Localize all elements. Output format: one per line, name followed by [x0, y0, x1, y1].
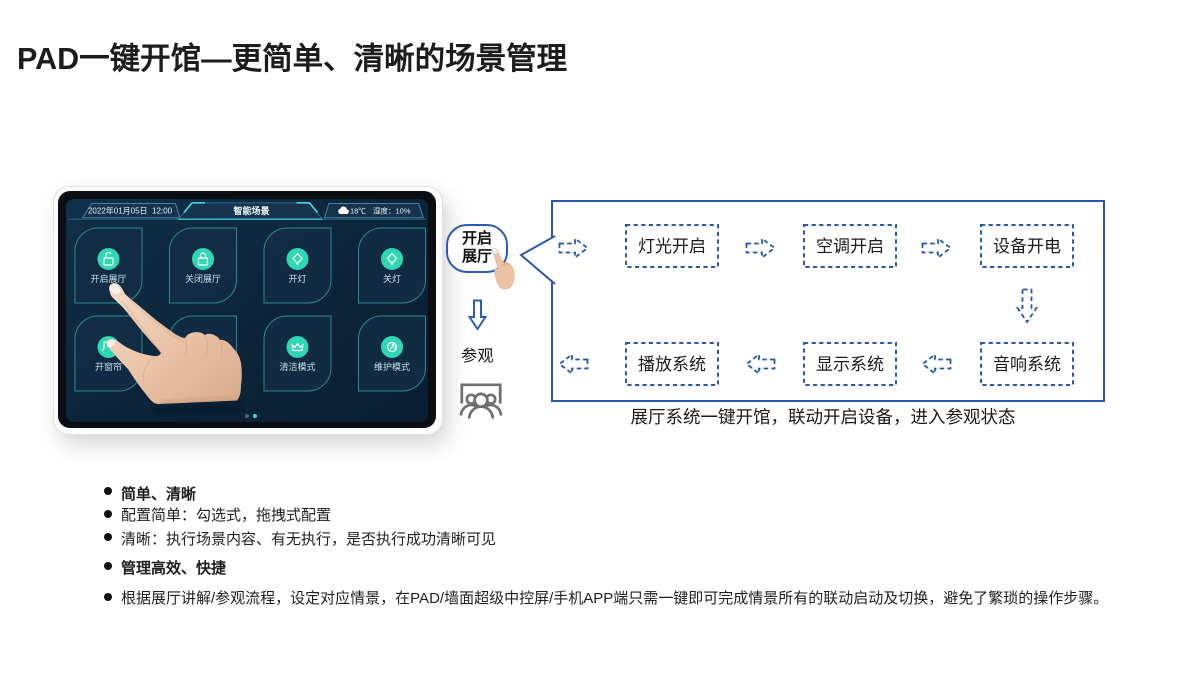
svg-text:显示系统: 显示系统 [816, 355, 884, 374]
svg-text:开灯: 开灯 [288, 274, 306, 284]
svg-text:清洁模式: 清洁模式 [279, 361, 315, 372]
svg-text:智能场景: 智能场景 [233, 205, 269, 216]
svg-text:播放系统: 播放系统 [638, 355, 706, 374]
svg-text:维护模式: 维护模式 [374, 361, 410, 372]
svg-text:设备开电: 设备开电 [993, 237, 1061, 256]
svg-text:湿度：10%: 湿度：10% [373, 206, 411, 216]
svg-text:音响系统: 音响系统 [993, 355, 1061, 374]
svg-text:空调开启: 空调开启 [816, 237, 884, 256]
svg-text:灯光开启: 灯光开启 [638, 237, 706, 256]
svg-text:2022年01月05日 12:00: 2022年01月05日 12:00 [88, 206, 173, 216]
svg-text:开窗帘: 开窗帘 [95, 361, 122, 372]
svg-text:开启展厅: 开启展厅 [90, 273, 126, 284]
svg-text:关闭展厅: 关闭展厅 [185, 273, 221, 284]
svg-text:关灯: 关灯 [383, 273, 401, 284]
svg-text:18℃: 18℃ [350, 207, 366, 216]
